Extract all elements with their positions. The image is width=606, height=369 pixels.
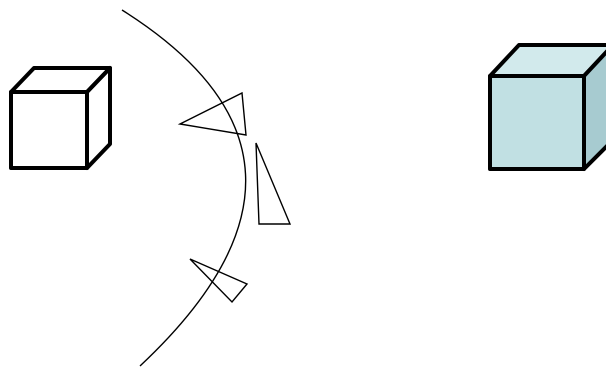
curved-surface-arc [122, 10, 246, 366]
camera-frustum-bottom [190, 259, 247, 302]
cube-left-top-face [11, 68, 110, 92]
cube-left-side-face [87, 68, 110, 168]
cube-left [11, 68, 110, 168]
camera-frustum-bottom-outline [190, 259, 247, 302]
camera-frustum-middle-outline [256, 143, 290, 224]
cube-right-front-face [490, 76, 584, 169]
cube-left-front-face [11, 92, 87, 168]
cube-right [490, 45, 606, 169]
camera-frustum-middle [256, 143, 290, 224]
